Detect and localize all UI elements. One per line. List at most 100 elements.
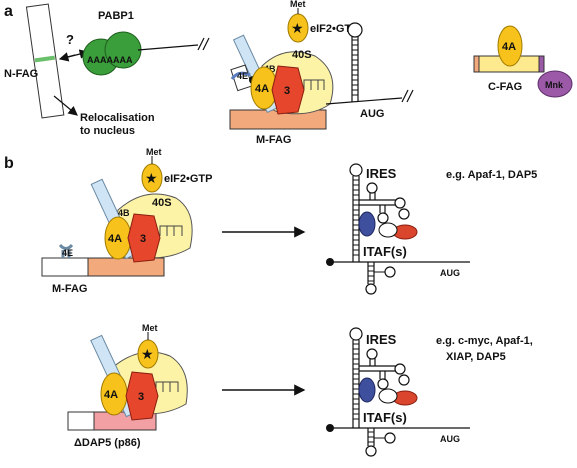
mnk-oval bbox=[537, 70, 573, 98]
ires-branches-1 bbox=[359, 192, 396, 213]
mrna-stem-loop-a: AUG bbox=[325, 22, 414, 120]
m-fag-complex-a: 4B 4E 4A 3 40S ★ Met eIF2•GTP M-FAG bbox=[229, 0, 358, 146]
ires-label-1: IRES bbox=[366, 166, 397, 181]
pabp1-complex: AAAAAAA bbox=[82, 31, 142, 76]
m-fag-bar-b bbox=[87, 257, 165, 277]
eif4a-label-b2: 4A bbox=[104, 389, 118, 401]
eif3-hex-a bbox=[271, 65, 305, 115]
ires-loop-1c bbox=[377, 212, 389, 224]
white-bar-b1 bbox=[41, 257, 89, 277]
ires-loop-2d bbox=[398, 374, 410, 386]
eif4a-label-b1: 4A bbox=[108, 233, 122, 245]
example-label-1: e.g. Apaf-1, DAP5 bbox=[446, 169, 537, 181]
break-mark-1b bbox=[202, 37, 210, 51]
met-label-b1: Met bbox=[146, 147, 162, 157]
example-label-2-line-2: XIAP, DAP5 bbox=[446, 351, 506, 363]
mrna-line-a bbox=[137, 44, 199, 51]
eif3-label-b2: 3 bbox=[138, 391, 144, 403]
ires-label-2: IRES bbox=[366, 332, 397, 347]
small-loop-2b bbox=[384, 432, 396, 444]
itaf-white-2 bbox=[378, 388, 398, 404]
dap5-label: ΔDAP5 (p86) bbox=[74, 437, 141, 449]
eif4a-label-a: 4A bbox=[255, 83, 269, 95]
white-bar-b2 bbox=[67, 411, 95, 431]
cap-dot-2 bbox=[326, 424, 334, 432]
ires-loop-1-top bbox=[349, 163, 363, 177]
n-fag-green-band bbox=[34, 55, 56, 63]
eif4e-label-b1: 4E bbox=[62, 248, 73, 258]
n-fag-fragment bbox=[25, 3, 65, 119]
small-stem-2-rungs bbox=[368, 431, 386, 443]
eif4e-label-a: 4E bbox=[237, 71, 248, 81]
pabp1-label: PABP1 bbox=[98, 10, 134, 22]
stem-rungs-a bbox=[352, 39, 358, 96]
break-mark-2b bbox=[406, 89, 414, 103]
40s-tick-a bbox=[303, 79, 325, 90]
itaf-blue-1 bbox=[358, 211, 376, 237]
example-label-2: e.g. c-myc, Apaf-1, XIAP, DAP5 bbox=[436, 335, 536, 363]
ires-branches-2 bbox=[359, 358, 396, 379]
ires-loop-2a bbox=[366, 348, 378, 360]
eif3-label-b1: 3 bbox=[140, 233, 146, 245]
small-loop-1b bbox=[384, 266, 396, 278]
ires-loop-1d bbox=[398, 208, 410, 220]
c-fag-right-band bbox=[538, 55, 545, 73]
relocalisation-label: Relocalisation to nucleus bbox=[80, 112, 158, 137]
star-icon-b1: ★ bbox=[145, 170, 158, 186]
met-label-b2: Met bbox=[142, 323, 158, 333]
40s-label-a: 40S bbox=[292, 49, 312, 61]
c-fag-fragment: 4A Mnk C-FAG bbox=[473, 25, 573, 98]
40s-label-b1: 40S bbox=[152, 197, 172, 209]
eif4a-label-cfag: 4A bbox=[502, 41, 516, 53]
ires-structure-2: IRES ITAF(s) AUG e.g. c-myc, Apaf-1, XIA… bbox=[326, 327, 536, 457]
dap5-complex: 4A 3 ★ Met ΔDAP5 (p86) bbox=[67, 323, 188, 449]
m-fag-label-a: M-FAG bbox=[256, 134, 291, 146]
ires-rungs-1 bbox=[353, 179, 359, 256]
eif4e-cap-a bbox=[230, 71, 251, 80]
break-mark-1a bbox=[197, 37, 205, 51]
panel-label-a: a bbox=[4, 3, 13, 20]
itaf-label-2: ITAF(s) bbox=[363, 410, 407, 425]
m-fag-complex-b: 4E 4B 4A 3 40S ★ Met eIF2•GTP M-FAG bbox=[41, 147, 212, 295]
polya-label: AAAAAAA bbox=[87, 55, 133, 65]
panel-label-b: b bbox=[4, 155, 14, 172]
break-mark-2a bbox=[401, 89, 409, 103]
ires-loop-1b bbox=[394, 197, 406, 209]
question-mark: ? bbox=[66, 32, 74, 47]
star-icon-b2: ★ bbox=[141, 346, 154, 362]
eif4e-cap-b1 bbox=[58, 243, 74, 258]
eif4b-label-b1: 4B bbox=[118, 208, 130, 218]
eif3-label-a: 3 bbox=[284, 85, 290, 97]
relocalisation-line-2: to nucleus bbox=[80, 125, 135, 137]
eif2-label-a: eIF2•GTP bbox=[310, 23, 358, 35]
aug-label-1: AUG bbox=[440, 268, 460, 278]
small-loop-1a bbox=[365, 283, 377, 295]
itaf-white-1 bbox=[378, 222, 398, 238]
mrna-line-a2 bbox=[325, 97, 403, 105]
example-label-2-line-1: e.g. c-myc, Apaf-1, bbox=[436, 335, 533, 347]
aug-label-2: AUG bbox=[440, 434, 460, 444]
ires-loop-2-top bbox=[349, 327, 363, 341]
c-fag-left-band bbox=[473, 55, 480, 73]
c-fag-label: C-FAG bbox=[488, 81, 522, 93]
itaf-label-1: ITAF(s) bbox=[363, 244, 407, 259]
cap-dot-1 bbox=[326, 258, 334, 266]
ires-rungs-2 bbox=[353, 343, 359, 420]
m-fag-label-b: M-FAG bbox=[52, 283, 87, 295]
itaf-blue-2 bbox=[358, 377, 376, 403]
loop-a bbox=[347, 22, 363, 38]
40s-tick-b1 bbox=[159, 225, 183, 236]
mnk-label: Mnk bbox=[545, 80, 564, 90]
small-loop-2a bbox=[365, 445, 377, 457]
eif4a-oval-cfag bbox=[497, 25, 523, 67]
eif2-label-b1: eIF2•GTP bbox=[164, 173, 212, 185]
relocalisation-arrow bbox=[53, 95, 78, 116]
met-label-a: Met bbox=[290, 0, 306, 9]
ires-loop-1a bbox=[366, 182, 378, 194]
small-stem-1-rungs bbox=[368, 265, 386, 282]
ires-structure-1: IRES ITAF(s) AUG e.g. Apaf-1, DAP5 bbox=[326, 163, 537, 295]
n-fag-label: N-FAG bbox=[4, 68, 38, 80]
star-icon-a: ★ bbox=[291, 20, 304, 36]
relocalisation-line-1: Relocalisation bbox=[80, 112, 155, 124]
